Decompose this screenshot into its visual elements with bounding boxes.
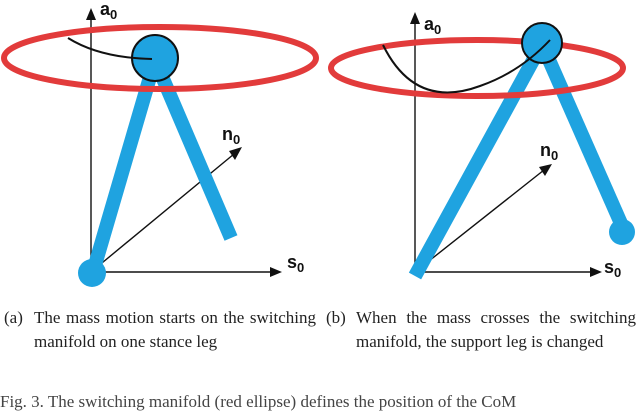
- caption-b-text: When the mass crosses the switching mani…: [356, 308, 636, 351]
- a0-label: a0: [100, 0, 117, 22]
- caption-b-tag: (b): [326, 308, 346, 327]
- n0-axis: [414, 169, 545, 273]
- s0-axis-arrowhead: [590, 267, 602, 277]
- subfigure-caption-b: (b) When the mass crosses the switching …: [326, 306, 636, 354]
- n0-axis-arrowhead: [229, 147, 242, 160]
- mass-trajectory: [67, 37, 153, 60]
- s0-axis-arrowhead: [270, 267, 282, 277]
- a0-axis-arrowhead: [86, 8, 96, 20]
- panel-a-diagram: a0 n0 s0: [1, 0, 319, 287]
- switching-manifold-ellipse: [1, 24, 319, 92]
- subfigure-caption-a: (a) The mass motion starts on the switch…: [4, 306, 316, 354]
- caption-a-tag: (a): [4, 308, 23, 327]
- n0-axis-arrowhead: [539, 164, 552, 176]
- switching-manifold-ellipse: [328, 37, 626, 99]
- foot-contact: [78, 259, 106, 287]
- caption-a-text: The mass motion starts on the switching …: [34, 308, 316, 351]
- s0-label: s0: [604, 257, 621, 280]
- a0-label: a0: [424, 14, 441, 37]
- n0-label: n0: [540, 140, 558, 163]
- s0-label: s0: [287, 252, 304, 275]
- a0-axis-arrowhead: [410, 12, 420, 24]
- mass-trajectory: [382, 39, 551, 94]
- new-stance-leg: [408, 40, 549, 280]
- panel-b-diagram: a0 n0 s0: [328, 12, 635, 280]
- n0-label: n0: [222, 124, 240, 147]
- foot-contact: [609, 219, 635, 245]
- stance-leg: [86, 58, 162, 274]
- previous-stance-leg: [535, 41, 630, 231]
- center-of-mass: [521, 22, 563, 64]
- figure-caption: Fig. 3. The switching manifold (red elli…: [0, 392, 517, 411]
